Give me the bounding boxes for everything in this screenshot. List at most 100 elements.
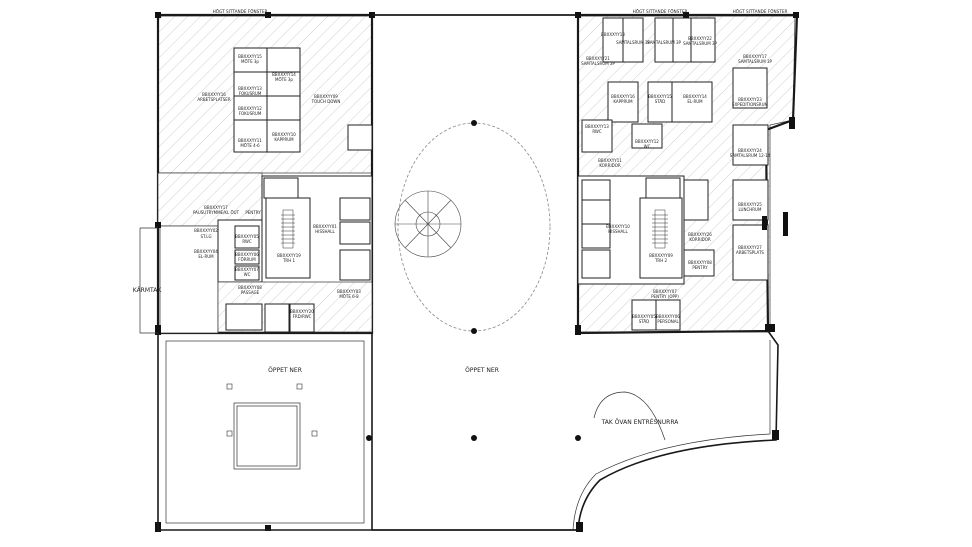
room-code: BBXXXYY25 xyxy=(738,202,762,207)
lightwell-inner xyxy=(236,405,298,467)
room-code: BBXXXYY06 xyxy=(656,314,680,319)
stair-2-treads xyxy=(652,209,668,249)
room-name: WC xyxy=(244,272,251,277)
lift-3 xyxy=(339,221,371,245)
column xyxy=(575,12,581,18)
column xyxy=(772,430,779,440)
frd-rwc xyxy=(289,303,315,333)
room-name: FÖRRUM xyxy=(238,257,256,262)
right-open-area xyxy=(572,330,779,532)
pillar xyxy=(471,120,477,126)
room-name: SAMTALSRUM 3P xyxy=(616,40,650,45)
column-marker xyxy=(296,383,303,390)
room-name: SAMTALSRUM 3P xyxy=(683,41,717,46)
room-name: KORRIDOR xyxy=(599,163,621,168)
facade-label-right-a: HÖGT SITTANDE FÖNSTER xyxy=(633,9,688,14)
room-l2 xyxy=(266,47,301,73)
lift-r1 xyxy=(581,179,611,201)
room-name: LUNCHRUM xyxy=(739,207,762,212)
roof-entrance-label: TAK ÖVAN ENTRÉSNURRA xyxy=(601,418,680,426)
room-name: MÖTE 4-6 xyxy=(240,143,260,148)
facade-label-left: HÖGT SITTANDE FÖNSTER xyxy=(213,9,268,14)
room-name: FOKUSRUM xyxy=(239,91,262,96)
room-name: RWC xyxy=(242,239,252,244)
room-code: BBXXXYY19 xyxy=(277,253,301,258)
lift-4 xyxy=(339,249,371,281)
canopy-outline xyxy=(139,227,158,334)
left-entrance-area xyxy=(159,225,219,334)
room-name: STÄD xyxy=(639,319,650,324)
room-code: BBXXXYY15 xyxy=(648,94,672,99)
room-code: BBXXXYY10 xyxy=(272,132,296,137)
room-code: BBXXXYY27 xyxy=(738,245,762,250)
open-below-left-label: ÖPPET NER xyxy=(268,367,302,374)
plan-labels: HÖGT SITTANDE FÖNSTER HÖGT SITTANDE FÖNS… xyxy=(133,9,788,426)
shaft-low-l xyxy=(225,303,263,331)
room-code: BBXXXYY01 xyxy=(313,224,337,229)
room-r11 xyxy=(581,119,613,153)
column xyxy=(155,12,161,18)
room-code: BBXXXYY20 xyxy=(290,309,314,314)
room-name: FOKUSRUM xyxy=(239,111,262,116)
pillar xyxy=(366,435,372,441)
room-code: BBXXXYY13 xyxy=(238,86,262,91)
room-name: EL-RUM xyxy=(198,254,214,259)
room-code: BBXXXYY21 xyxy=(586,56,610,61)
room-code: BBXXXYY09 xyxy=(314,94,338,99)
pillar xyxy=(471,328,477,334)
room-r7 xyxy=(607,81,639,123)
lift-1 xyxy=(263,177,299,199)
lightwell xyxy=(233,402,301,470)
room-name: MÖTE 6-8 xyxy=(339,294,359,299)
room-r23 xyxy=(655,299,681,331)
room-code: BBXXXYY08 xyxy=(688,260,712,265)
column-marker xyxy=(226,383,233,390)
room-code: BBXXXYY05 xyxy=(235,234,259,239)
room-name: STÄD xyxy=(655,99,666,104)
room-r5 xyxy=(690,17,716,63)
room-name: MÖTE 3p xyxy=(241,59,259,64)
room-name: PENTRY (OPP) xyxy=(651,294,679,299)
room-code: BBXXXYY07 xyxy=(653,289,677,294)
room-name: TOUCH DOWN xyxy=(311,99,341,104)
room-name: RWC xyxy=(592,129,602,134)
room-name: PAUSUTRYMME/KL ÖUT xyxy=(193,210,240,215)
right-curved-facade-inner xyxy=(572,340,771,531)
column xyxy=(575,325,581,335)
room-name: EXPEDITIONSRUM xyxy=(732,102,768,107)
room-name: WC xyxy=(644,144,651,149)
column xyxy=(793,12,799,18)
right-wing xyxy=(575,12,799,335)
shaft-low-2 xyxy=(264,303,290,333)
room-code: BBXXXYY24 xyxy=(738,148,762,153)
room-name: KORRIDOR xyxy=(689,237,711,242)
room-code: BBXXXYY22 xyxy=(688,36,712,41)
room-code: BBXXXYY15 xyxy=(238,54,262,59)
stair-1 xyxy=(265,197,311,279)
room-code: BBXXXYY17 xyxy=(743,54,767,59)
room-name: KAPPRUM xyxy=(613,99,633,104)
room-r6 xyxy=(732,67,768,109)
pause-room-area xyxy=(157,172,263,227)
room-r19 xyxy=(732,224,769,281)
room-name: ST.LG xyxy=(200,234,211,239)
column xyxy=(783,212,788,236)
room-r15 xyxy=(732,179,769,221)
open-below-center-label: ÖPPET NER xyxy=(465,367,499,374)
center-atrium xyxy=(366,14,581,531)
room-code: BBXXXYY08 xyxy=(238,285,262,290)
room-name: PASSAGE xyxy=(241,290,260,295)
room-code: BBXXXYY16 xyxy=(611,94,635,99)
room-code: BBXXXYY12 xyxy=(238,106,262,111)
forrum-l xyxy=(234,249,260,265)
column-marker xyxy=(226,430,233,437)
room-name: MÖTE 3p xyxy=(275,77,293,82)
rwc-l xyxy=(234,225,260,249)
canopy-label: KÄRMTAK xyxy=(133,287,163,294)
lift-2 xyxy=(339,197,371,221)
left-lower-wall xyxy=(157,333,373,531)
column xyxy=(789,117,795,129)
lift-r5 xyxy=(645,177,681,199)
room-code: BBXXXYY04 xyxy=(194,249,218,254)
pillar xyxy=(471,435,477,441)
